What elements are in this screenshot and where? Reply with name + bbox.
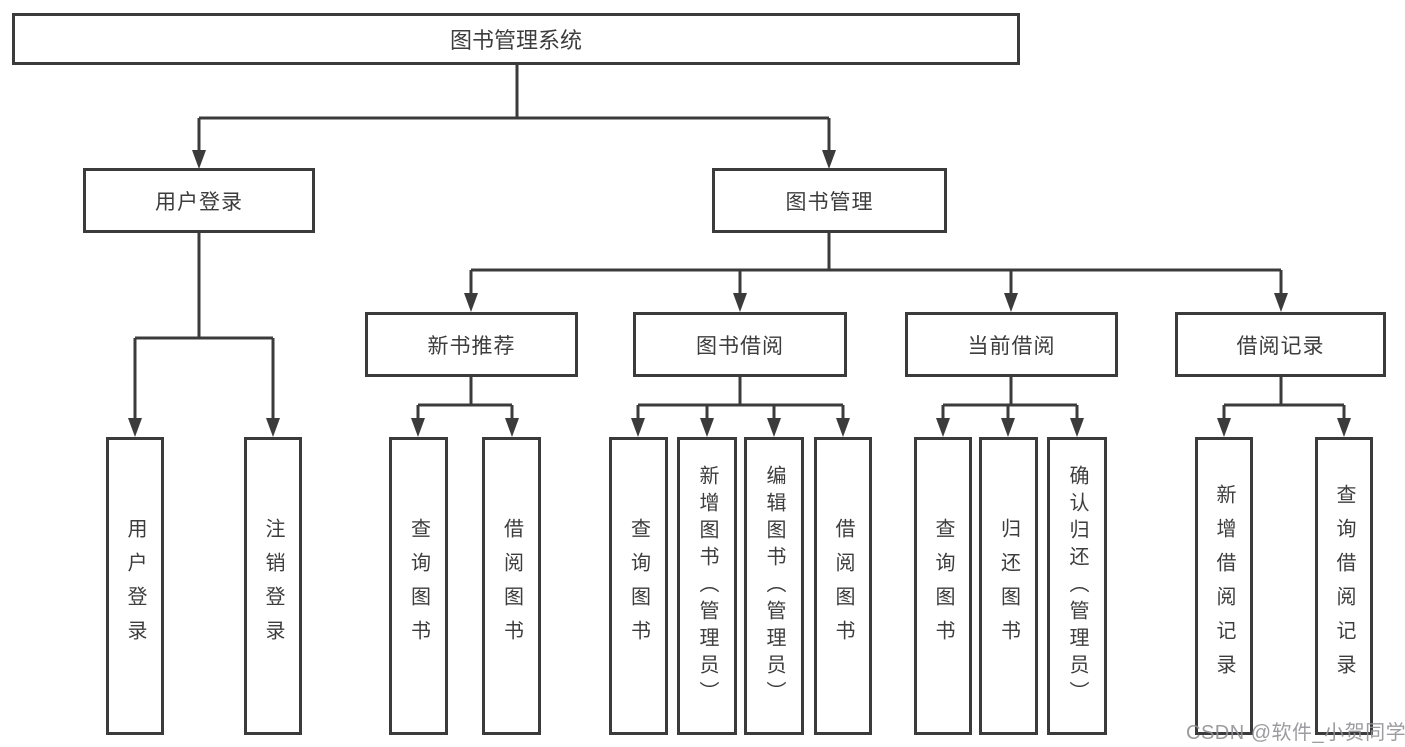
node-user-login-box: 用户登录: [83, 168, 315, 233]
leaf-add-borrow-record-box: 新增借阅记录: [1195, 437, 1253, 735]
leaf-query-books-label: 查询图书: [932, 518, 954, 654]
node-book-borrow-label: 图书借阅: [696, 334, 784, 358]
node-new-book-recommend-label: 新书推荐: [427, 334, 516, 358]
leaf-add-books-admin-label: 新增图书（管理员）: [696, 464, 718, 708]
leaf-edit-books-admin-label: 编辑图书（管理员）: [763, 464, 785, 708]
node-book-management-label: 图书管理: [785, 190, 874, 214]
leaf-query-books-box: 查询图书: [389, 437, 448, 735]
node-root-box: 图书管理系统: [12, 13, 1020, 65]
leaf-logout-label: 注销登录: [262, 518, 284, 654]
node-borrow-records-label: 借阅记录: [1236, 334, 1325, 358]
leaf-borrow-books-label: 借阅图书: [500, 518, 523, 654]
node-borrow-records-box: 借阅记录: [1175, 312, 1386, 377]
leaf-query-books-label: 查询图书: [407, 518, 430, 654]
leaf-query-books-box: 查询图书: [609, 437, 668, 735]
leaf-borrow-books-label: 借阅图书: [832, 518, 854, 654]
node-current-borrow-box: 当前借阅: [905, 312, 1118, 377]
leaf-borrow-books-box: 借阅图书: [814, 437, 872, 735]
leaf-query-borrow-record-label: 查询借阅记录: [1333, 484, 1355, 688]
node-root-label: 图书管理系统: [449, 28, 582, 53]
leaf-borrow-books-box: 借阅图书: [482, 437, 541, 735]
node-book-management-box: 图书管理: [712, 168, 947, 233]
node-current-borrow-label: 当前借阅: [967, 334, 1056, 358]
leaf-confirm-return-admin-box: 确认归还（管理员）: [1047, 437, 1107, 735]
leaf-edit-books-admin-box: 编辑图书（管理员）: [744, 437, 804, 735]
leaf-return-books-box: 归还图书: [979, 437, 1038, 735]
leaf-return-books-label: 归还图书: [997, 518, 1020, 654]
leaf-logout-box: 注销登录: [244, 437, 302, 735]
leaf-add-books-admin-box: 新增图书（管理员）: [677, 437, 737, 735]
node-book-borrow-box: 图书借阅: [633, 312, 847, 377]
csdn-watermark: CSDN @软件_小贺同学: [1186, 722, 1405, 744]
leaf-confirm-return-admin-label: 确认归还（管理员）: [1066, 464, 1088, 708]
leaf-user-login-label: 用户登录: [124, 518, 146, 654]
leaf-query-borrow-record-box: 查询借阅记录: [1315, 437, 1373, 735]
leaf-add-borrow-record-label: 新增借阅记录: [1213, 484, 1235, 688]
node-new-book-recommend-box: 新书推荐: [365, 312, 578, 377]
leaf-query-books-label: 查询图书: [627, 518, 650, 654]
leaf-query-books-box: 查询图书: [914, 437, 972, 735]
leaf-user-login-box: 用户登录: [106, 437, 164, 735]
node-user-login-label: 用户登录: [155, 190, 243, 214]
